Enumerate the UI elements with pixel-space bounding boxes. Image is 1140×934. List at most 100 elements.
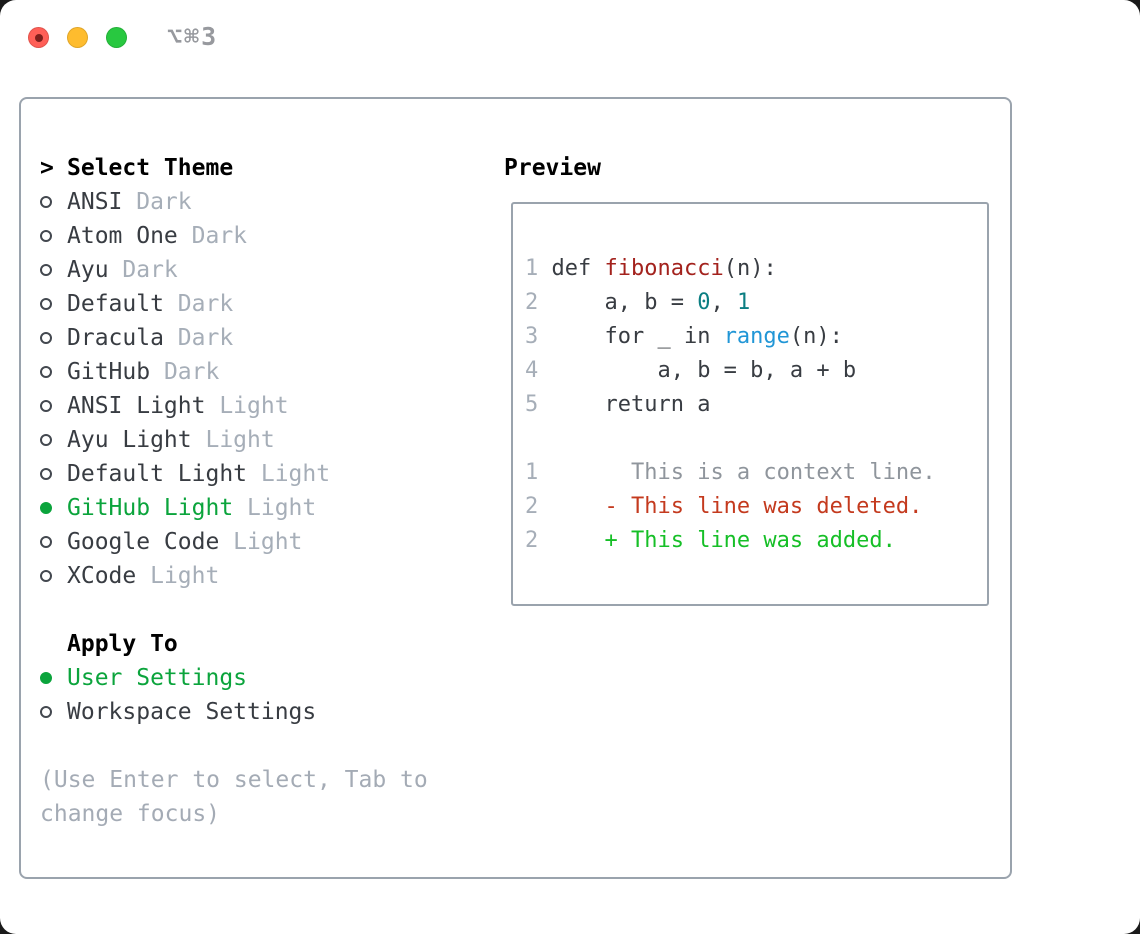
radio-circle-icon bbox=[40, 672, 52, 684]
radio-circle-icon bbox=[40, 706, 52, 718]
theme-variant-badge: Dark bbox=[163, 359, 220, 385]
diff-text: + This line was added. bbox=[551, 528, 896, 553]
titlebar: ⌥⌘3 bbox=[0, 0, 1140, 75]
theme-option[interactable]: ANSI Light Light bbox=[40, 389, 428, 423]
picker-title-row: > Select Theme bbox=[40, 151, 428, 185]
minimize-button[interactable] bbox=[67, 27, 88, 48]
theme-option[interactable]: Google Code Light bbox=[40, 525, 428, 559]
code-line: 1 def fibonacci(n): bbox=[525, 252, 987, 286]
theme-name: Atom One bbox=[67, 223, 178, 249]
diff-text: - This line was deleted. bbox=[551, 494, 923, 519]
theme-option[interactable]: Default Light Light bbox=[40, 457, 428, 491]
radio-circle-icon bbox=[40, 264, 52, 276]
theme-variant-badge: Dark bbox=[122, 257, 178, 283]
theme-name: ANSI Light bbox=[67, 393, 206, 419]
radio-marker bbox=[40, 264, 67, 276]
code-token-plain: (n): bbox=[723, 256, 777, 281]
theme-variant-badge: Light bbox=[233, 529, 303, 555]
line-number: 1 bbox=[525, 256, 552, 281]
theme-name: Default bbox=[67, 291, 164, 317]
diff-text: This is a context line. bbox=[551, 460, 936, 485]
radio-marker bbox=[40, 672, 67, 684]
close-button[interactable] bbox=[28, 27, 49, 48]
code-token-builtin: range bbox=[723, 324, 790, 349]
zoom-button[interactable] bbox=[106, 27, 127, 48]
diff-line-added: 2 + This line was added. bbox=[525, 524, 987, 558]
theme-variant-badge: Light bbox=[247, 495, 317, 521]
theme-option[interactable]: Ayu Dark bbox=[40, 253, 428, 287]
radio-marker bbox=[40, 298, 67, 310]
apply-to-label: User Settings bbox=[67, 665, 248, 691]
code-token-plain: for _ in bbox=[551, 324, 724, 349]
code-token-number: 1 bbox=[736, 290, 751, 315]
theme-variant-badge: Dark bbox=[177, 291, 234, 317]
radio-circle-icon bbox=[40, 298, 52, 310]
spacer bbox=[525, 422, 987, 456]
radio-marker bbox=[40, 434, 67, 446]
radio-circle-icon bbox=[40, 332, 52, 344]
radio-circle-icon bbox=[40, 230, 52, 242]
code-line: 4 a, b = b, a + b bbox=[525, 354, 987, 388]
radio-circle-icon bbox=[40, 196, 52, 208]
line-number: 2 bbox=[525, 494, 552, 519]
theme-name: Google Code bbox=[67, 529, 220, 555]
theme-variant-badge: Light bbox=[205, 427, 275, 453]
code-token-plain: return a bbox=[551, 392, 711, 417]
line-number: 5 bbox=[525, 392, 552, 417]
radio-circle-icon bbox=[40, 400, 52, 412]
theme-variant-badge: Dark bbox=[136, 189, 192, 215]
line-number: 2 bbox=[525, 290, 552, 315]
line-number: 2 bbox=[525, 528, 552, 553]
spacer bbox=[40, 593, 428, 627]
apply-to-option[interactable]: User Settings bbox=[40, 661, 428, 695]
theme-name: XCode bbox=[67, 563, 137, 589]
hint-text-line1: (Use Enter to select, Tab to bbox=[40, 767, 428, 793]
apply-to-option[interactable]: Workspace Settings bbox=[40, 695, 428, 729]
code-line: 3 for _ in range(n): bbox=[525, 320, 987, 354]
theme-option[interactable]: XCode Light bbox=[40, 559, 428, 593]
diff-line-deleted: 2 - This line was deleted. bbox=[525, 490, 987, 524]
code-token-plain: a, b = b, a + b bbox=[551, 358, 857, 383]
code-token-plain: , bbox=[710, 290, 737, 315]
theme-variant-badge: Dark bbox=[177, 325, 234, 351]
radio-marker bbox=[40, 706, 67, 718]
preview-title: Preview bbox=[504, 155, 601, 181]
radio-marker bbox=[40, 502, 67, 514]
theme-name: Dracula bbox=[67, 325, 164, 351]
apply-to-title: Apply To bbox=[67, 631, 178, 657]
line-number: 4 bbox=[525, 358, 552, 383]
theme-option[interactable]: Default Dark bbox=[40, 287, 428, 321]
theme-option[interactable]: GitHub Light Light bbox=[40, 491, 428, 525]
code-token-plain: a, b = bbox=[551, 290, 698, 315]
theme-variant-badge: Light bbox=[260, 461, 331, 487]
line-number: 3 bbox=[525, 324, 552, 349]
traffic-lights bbox=[28, 27, 127, 48]
theme-option[interactable]: GitHub Dark bbox=[40, 355, 428, 389]
apply-to-label: Workspace Settings bbox=[67, 699, 317, 725]
code-token-function: fibonacci bbox=[604, 256, 724, 281]
radio-circle-icon bbox=[40, 502, 52, 514]
close-focus-dot-icon bbox=[34, 33, 43, 42]
code-token-plain: def bbox=[551, 256, 605, 281]
theme-variant-badge: Dark bbox=[191, 223, 248, 249]
theme-name: GitHub bbox=[67, 359, 151, 385]
code-line: 2 a, b = 0, 1 bbox=[525, 286, 987, 320]
theme-name: Ayu bbox=[67, 257, 109, 283]
code-line: 5 return a bbox=[525, 388, 987, 422]
theme-name: Default Light bbox=[67, 461, 248, 487]
theme-variant-badge: Light bbox=[150, 563, 220, 589]
radio-marker bbox=[40, 400, 67, 412]
theme-variant-badge: Light bbox=[219, 393, 289, 419]
theme-option[interactable]: Atom One Dark bbox=[40, 219, 428, 253]
radio-circle-icon bbox=[40, 366, 52, 378]
diff-preview: 1 This is a context line.2 - This line w… bbox=[525, 456, 987, 558]
theme-option[interactable]: Dracula Dark bbox=[40, 321, 428, 355]
theme-name: GitHub Light bbox=[67, 495, 234, 521]
radio-circle-icon bbox=[40, 434, 52, 446]
